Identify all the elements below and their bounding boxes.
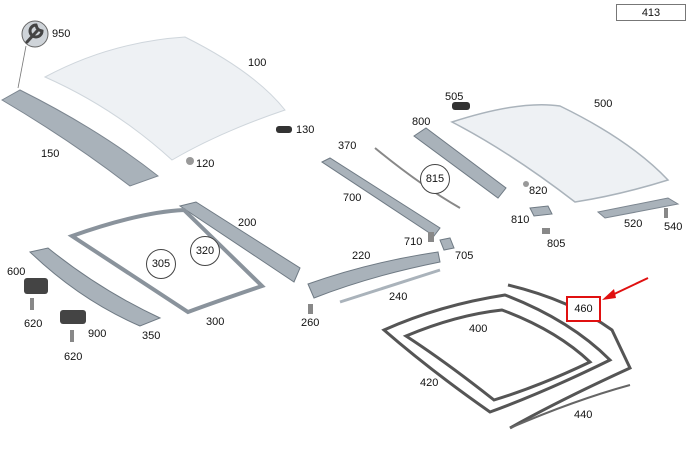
label-420[interactable]: 420 (420, 377, 439, 389)
label-370[interactable]: 370 (338, 140, 357, 152)
screw-540 (664, 208, 668, 218)
label-620-a[interactable]: 620 (24, 318, 43, 330)
frame-300 (67, 207, 266, 315)
label-240[interactable]: 240 (389, 291, 408, 303)
screw-620-b (70, 330, 74, 342)
label-900[interactable]: 900 (88, 328, 107, 340)
side-frame-350 (28, 247, 162, 327)
wrench-icon (21, 20, 49, 48)
part-505 (452, 102, 470, 110)
page-number-box: 413 (616, 4, 686, 21)
part-705 (439, 237, 455, 251)
label-260[interactable]: 260 (301, 317, 320, 329)
seal-460 (507, 283, 633, 430)
label-800[interactable]: 800 (412, 116, 431, 128)
part-710 (428, 232, 434, 242)
bow-800 (413, 127, 507, 199)
label-100[interactable]: 100 (248, 57, 267, 69)
label-220[interactable]: 220 (352, 250, 371, 262)
label-500[interactable]: 500 (594, 98, 613, 110)
button-120 (186, 157, 194, 165)
bracket-810 (529, 205, 553, 217)
label-540[interactable]: 540 (664, 221, 683, 233)
label-705[interactable]: 705 (455, 250, 474, 262)
motor-600 (24, 278, 48, 294)
seal-frame-420 (381, 293, 613, 414)
trim-strip-150 (0, 89, 160, 187)
cable-370 (374, 147, 461, 209)
rail-220 (307, 251, 441, 299)
label-700[interactable]: 700 (343, 192, 362, 204)
label-440[interactable]: 440 (574, 409, 593, 421)
roof-panel-100 (43, 36, 286, 161)
screw-260 (308, 304, 313, 314)
guide-rail-700 (321, 157, 441, 237)
frame-arm-200 (178, 201, 301, 283)
callout-815[interactable]: 815 (420, 164, 450, 194)
plug-130 (276, 126, 292, 133)
screw-620-a (30, 298, 34, 310)
strip-440 (509, 384, 631, 429)
seal-frame-400 (402, 308, 593, 402)
callout-320[interactable]: 320 (190, 236, 220, 266)
label-350[interactable]: 350 (142, 330, 161, 342)
label-820[interactable]: 820 (529, 185, 548, 197)
highlighted-label-460[interactable]: 460 (566, 296, 601, 322)
label-805[interactable]: 805 (547, 238, 566, 250)
label-950[interactable]: 950 (52, 28, 71, 40)
part-820 (523, 181, 529, 187)
label-150[interactable]: 150 (41, 148, 60, 160)
label-200[interactable]: 200 (238, 217, 257, 229)
rail-520 (596, 197, 680, 219)
label-810[interactable]: 810 (511, 214, 530, 226)
label-505[interactable]: 505 (445, 91, 464, 103)
label-710[interactable]: 710 (404, 236, 423, 248)
module-900 (60, 310, 86, 324)
part-805 (542, 228, 550, 234)
label-300[interactable]: 300 (206, 316, 225, 328)
glass-panel-500 (450, 103, 670, 203)
callout-305[interactable]: 305 (146, 249, 176, 279)
strip-240 (339, 268, 441, 304)
label-600[interactable]: 600 (7, 266, 26, 278)
label-400[interactable]: 400 (469, 323, 488, 335)
leader-line (17, 45, 27, 89)
label-120[interactable]: 120 (196, 158, 215, 170)
label-520[interactable]: 520 (624, 218, 643, 230)
label-620-b[interactable]: 620 (64, 351, 83, 363)
label-130[interactable]: 130 (296, 124, 315, 136)
red-arrow-icon (602, 277, 649, 300)
